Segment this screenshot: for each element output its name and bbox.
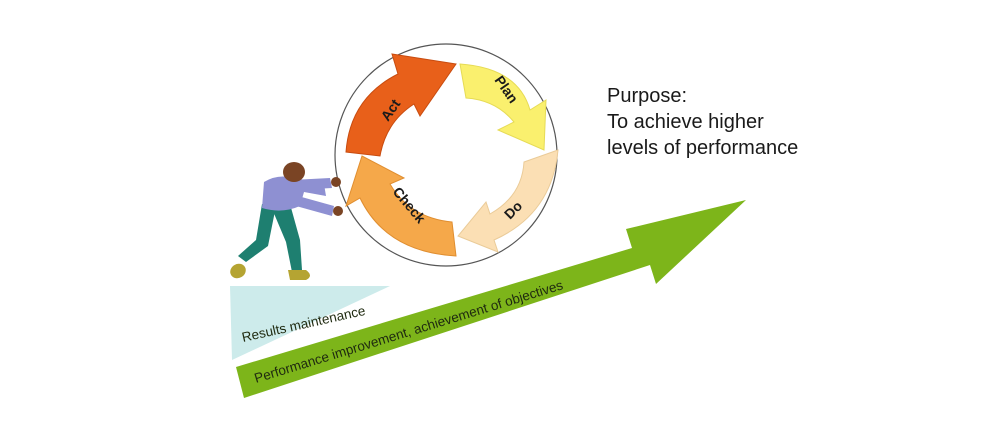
results-maintenance-ramp [230,286,390,360]
purpose-line-3: levels of performance [607,137,799,159]
act-arrow [345,53,457,157]
purpose-heading: Purpose: [607,85,688,107]
check-arrow [345,155,457,257]
purpose-line-2: To achieve higher [607,111,764,133]
do-arrow [457,149,559,253]
purpose-text: Purpose: To achieve higher levels of per… [607,83,937,161]
performance-arrow [236,200,746,398]
pushing-person-icon [230,162,343,280]
plan-arrow [459,63,547,151]
